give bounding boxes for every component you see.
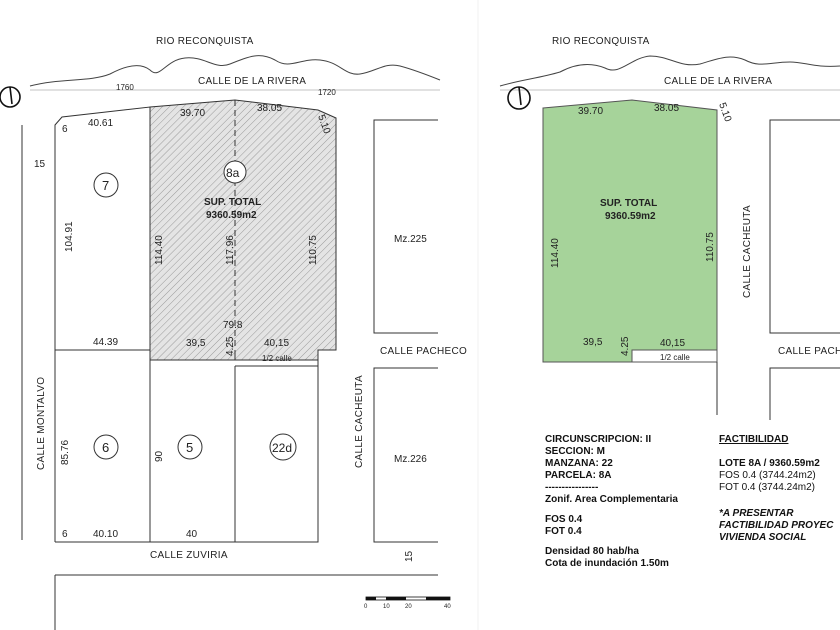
parcel-22d-label: 22d <box>272 441 292 455</box>
north-arrow-icon <box>507 86 531 110</box>
factibilidad-fos: FOS 0.4 (3744.24m2) <box>719 470 816 481</box>
dim-4-25-right: 4.25 <box>620 336 631 356</box>
parcel-8a-hatched <box>149 99 337 361</box>
dim-40-61: 40.61 <box>88 118 113 129</box>
dim-1760: 1760 <box>116 83 134 92</box>
fos-value: FOS 0.4 <box>545 514 583 525</box>
north-arrow-icon <box>0 86 21 108</box>
factibilidad-info: FACTIBILIDAD LOTE 8A / 9360.59m2 FOS 0.4… <box>719 434 833 544</box>
parcela: PARCELA: 8A <box>545 470 612 481</box>
scale-bar: 0 10 20 40 <box>364 596 451 610</box>
scale-tick-20: 20 <box>405 604 412 610</box>
dim-104-91: 104.91 <box>64 221 75 252</box>
half-street-left: 1/2 calle <box>262 354 292 363</box>
street-pacheco-left: CALLE PACHECO <box>380 346 467 357</box>
dim-110-75-right: 110.75 <box>705 232 716 262</box>
dim-114-40-right: 114.40 <box>550 238 561 268</box>
area-value-right: 9360.59m2 <box>605 211 656 222</box>
dim-39-5-right: 39,5 <box>583 337 603 348</box>
parcel-8a-label: 8a <box>226 166 240 180</box>
dim-15-left: 15 <box>34 159 46 170</box>
street-montalvo: CALLE MONTALVO <box>36 377 47 470</box>
note-line-3: VIVIENDA SOCIAL <box>719 532 807 543</box>
dim-39-70-right: 39.70 <box>578 106 603 117</box>
river-label-left: RIO RECONQUISTA <box>156 36 254 47</box>
right-plan: RIO RECONQUISTA CALLE DE LA RIVERA SUP. … <box>499 36 840 420</box>
street-cacheuta-right: CALLE CACHEUTA <box>742 205 753 298</box>
factibilidad-fot: FOT 0.4 (3744.24m2) <box>719 482 815 493</box>
dim-6-bottom: 6 <box>62 529 68 540</box>
dash-separator: ---------------- <box>545 482 599 493</box>
street-rivera-left: CALLE DE LA RIVERA <box>198 76 306 87</box>
note-line-1: *A PRESENTAR <box>719 508 794 519</box>
parcel-5-label: 5 <box>186 440 193 455</box>
dim-1720: 1720 <box>318 88 336 97</box>
dim-4-25-left: 4.25 <box>225 336 236 356</box>
half-street-right: 1/2 calle <box>660 353 690 362</box>
dim-39-5-left: 39,5 <box>186 338 206 349</box>
river-shoreline-right <box>499 55 840 87</box>
dim-39-70-left: 39.70 <box>180 108 205 119</box>
seccion: SECCION: M <box>545 446 605 457</box>
circunscripcion: CIRCUNSCRIPCION: II <box>545 434 652 445</box>
dim-79-8: 79.8 <box>223 320 243 331</box>
dim-90: 90 <box>154 450 165 462</box>
dim-117-96: 117.96 <box>225 235 236 265</box>
left-plan: RIO RECONQUISTA CALLE DE LA RIVERA 1760 … <box>0 36 467 630</box>
lote-value: LOTE 8A / 9360.59m2 <box>719 458 820 469</box>
dim-40-15-right: 40,15 <box>660 338 685 349</box>
area-label-right: SUP. TOTAL <box>600 198 657 209</box>
dim-38-05-right: 38.05 <box>654 103 679 114</box>
scale-tick-40: 40 <box>444 604 451 610</box>
dim-40-10: 40.10 <box>93 529 118 540</box>
area-label-left: SUP. TOTAL <box>204 197 261 208</box>
dim-44-39: 44.39 <box>93 337 118 348</box>
scale-tick-0: 0 <box>364 604 368 610</box>
dim-38-05-left: 38.05 <box>257 103 282 114</box>
parcel-7-label: 7 <box>102 178 109 193</box>
block-mz226: Mz.226 <box>394 454 427 465</box>
cadastral-info: CIRCUNSCRIPCION: II SECCION: M MANZANA: … <box>545 434 678 570</box>
river-label-right: RIO RECONQUISTA <box>552 36 650 47</box>
factibilidad-title: FACTIBILIDAD <box>719 434 789 445</box>
area-value-left: 9360.59m2 <box>206 210 257 221</box>
zonificacion: Zonif. Area Complementaria <box>545 494 678 505</box>
scale-tick-10: 10 <box>383 604 390 610</box>
street-cacheuta-left: CALLE CACHEUTA <box>354 375 365 468</box>
parcel-8a-green <box>542 99 718 363</box>
dim-110-75-left: 110.75 <box>308 235 319 265</box>
street-pacheco-right: CALLE PACH <box>778 346 840 357</box>
cota-inundacion: Cota de inundación 1.50m <box>545 558 669 569</box>
fot-value: FOT 0.4 <box>545 526 582 537</box>
dim-40: 40 <box>186 529 198 540</box>
dim-40-15-left: 40,15 <box>264 338 289 349</box>
dim-6-top: 6 <box>62 124 68 135</box>
street-zuviria: CALLE ZUVIRIA <box>150 550 228 561</box>
dim-5-10-right: 5.10 <box>716 101 733 123</box>
dim-114-40-left: 114.40 <box>154 235 165 265</box>
densidad: Densidad 80 hab/ha <box>545 546 639 557</box>
note-line-2: FACTIBILIDAD PROYEC <box>719 520 834 531</box>
river-shoreline-left <box>29 55 441 87</box>
manzana: MANZANA: 22 <box>545 458 613 469</box>
dim-85-76: 85.76 <box>60 440 71 465</box>
block-mz225: Mz.225 <box>394 234 427 245</box>
dim-15-bottom: 15 <box>404 550 415 562</box>
street-rivera-right: CALLE DE LA RIVERA <box>664 76 772 87</box>
parcel-6-label: 6 <box>102 440 109 455</box>
